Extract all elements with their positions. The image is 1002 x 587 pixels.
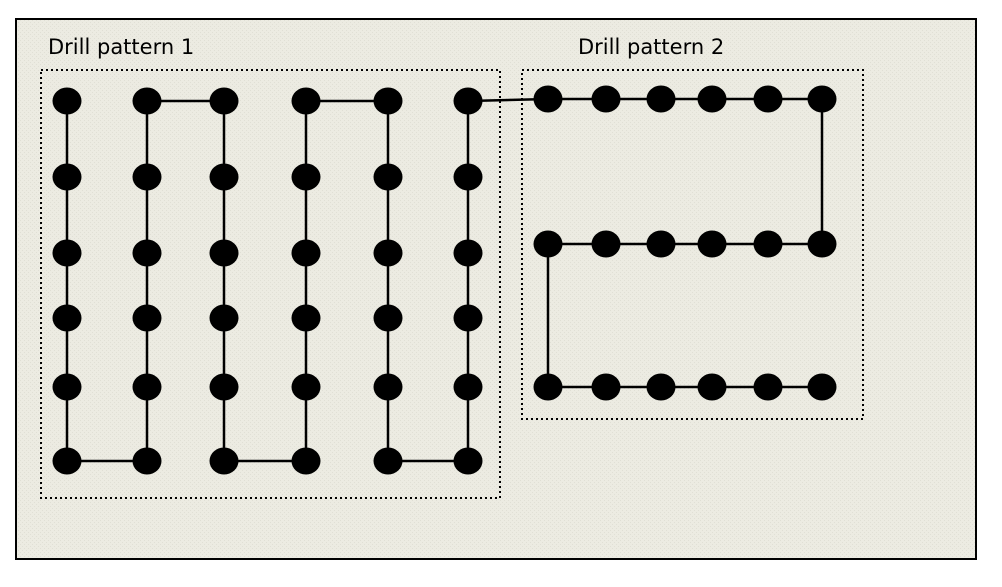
pattern1-hole-r5-c5 (373, 373, 403, 401)
pattern1-hole-r5-c4 (291, 373, 321, 401)
pattern1-hole-r3-c1 (52, 239, 82, 267)
pattern2-hole-r1-c3 (646, 85, 676, 113)
pattern1-hole-r2-c2 (132, 163, 162, 191)
pattern1-hole-r2-c3 (209, 163, 239, 191)
pattern1-hole-r4-c6 (453, 304, 483, 332)
pattern1-hole-r2-c1 (52, 163, 82, 191)
pattern2-hole-r3-c3 (646, 373, 676, 401)
pattern1-hole-r2-c6 (453, 163, 483, 191)
pattern1-hole-r4-c1 (52, 304, 82, 332)
pattern2-hole-r3-c2 (591, 373, 621, 401)
pattern1-group-outline (40, 69, 501, 499)
pattern2-hole-r2-c2 (591, 230, 621, 258)
holes-layer (52, 85, 837, 475)
pattern1-hole-r2-c5 (373, 163, 403, 191)
pattern2-hole-r2-c4 (697, 230, 727, 258)
pattern1-hole-r3-c5 (373, 239, 403, 267)
pattern2-hole-r1-c5 (753, 85, 783, 113)
pattern1-hole-r3-c6 (453, 239, 483, 267)
pattern1-hole-r6-c2 (132, 447, 162, 475)
pattern2-hole-r1-c6 (807, 85, 837, 113)
pattern1-hole-r3-c2 (132, 239, 162, 267)
pattern1-hole-r1-c4 (291, 87, 321, 115)
pattern2-hole-r2-c3 (646, 230, 676, 258)
pattern1-hole-r5-c3 (209, 373, 239, 401)
pattern1-hole-r4-c2 (132, 304, 162, 332)
pattern2-hole-r1-c1 (533, 85, 563, 113)
pattern2-hole-r2-c6 (807, 230, 837, 258)
pattern2-hole-r3-c4 (697, 373, 727, 401)
pattern1-hole-r3-c3 (209, 239, 239, 267)
pattern1-hole-r6-c6 (453, 447, 483, 475)
pattern1-hole-r5-c6 (453, 373, 483, 401)
pattern2-hole-r1-c2 (591, 85, 621, 113)
pattern1-hole-r1-c6 (453, 87, 483, 115)
pattern2-label: Drill pattern 2 (578, 35, 724, 59)
pattern2-hole-r1-c4 (697, 85, 727, 113)
pattern1-hole-r4-c5 (373, 304, 403, 332)
pattern2-hole-r3-c1 (533, 373, 563, 401)
pattern1-hole-r1-c1 (52, 87, 82, 115)
pattern1-hole-r2-c4 (291, 163, 321, 191)
pattern1-hole-r5-c2 (132, 373, 162, 401)
pattern1-hole-r6-c3 (209, 447, 239, 475)
pattern2-group-outline (521, 69, 864, 420)
pattern1-hole-r1-c3 (209, 87, 239, 115)
pattern2-hole-r2-c1 (533, 230, 563, 258)
pattern1-hole-r1-c2 (132, 87, 162, 115)
pattern1-hole-r6-c5 (373, 447, 403, 475)
pattern2-hole-r3-c6 (807, 373, 837, 401)
pattern1-hole-r4-c4 (291, 304, 321, 332)
pattern1-hole-r5-c1 (52, 373, 82, 401)
pattern1-hole-r3-c4 (291, 239, 321, 267)
pattern1-hole-r6-c4 (291, 447, 321, 475)
pattern1-hole-r4-c3 (209, 304, 239, 332)
pattern1-label: Drill pattern 1 (48, 35, 194, 59)
pattern1-hole-r6-c1 (52, 447, 82, 475)
pattern1-hole-r1-c5 (373, 87, 403, 115)
pattern2-hole-r3-c5 (753, 373, 783, 401)
pattern2-hole-r2-c5 (753, 230, 783, 258)
